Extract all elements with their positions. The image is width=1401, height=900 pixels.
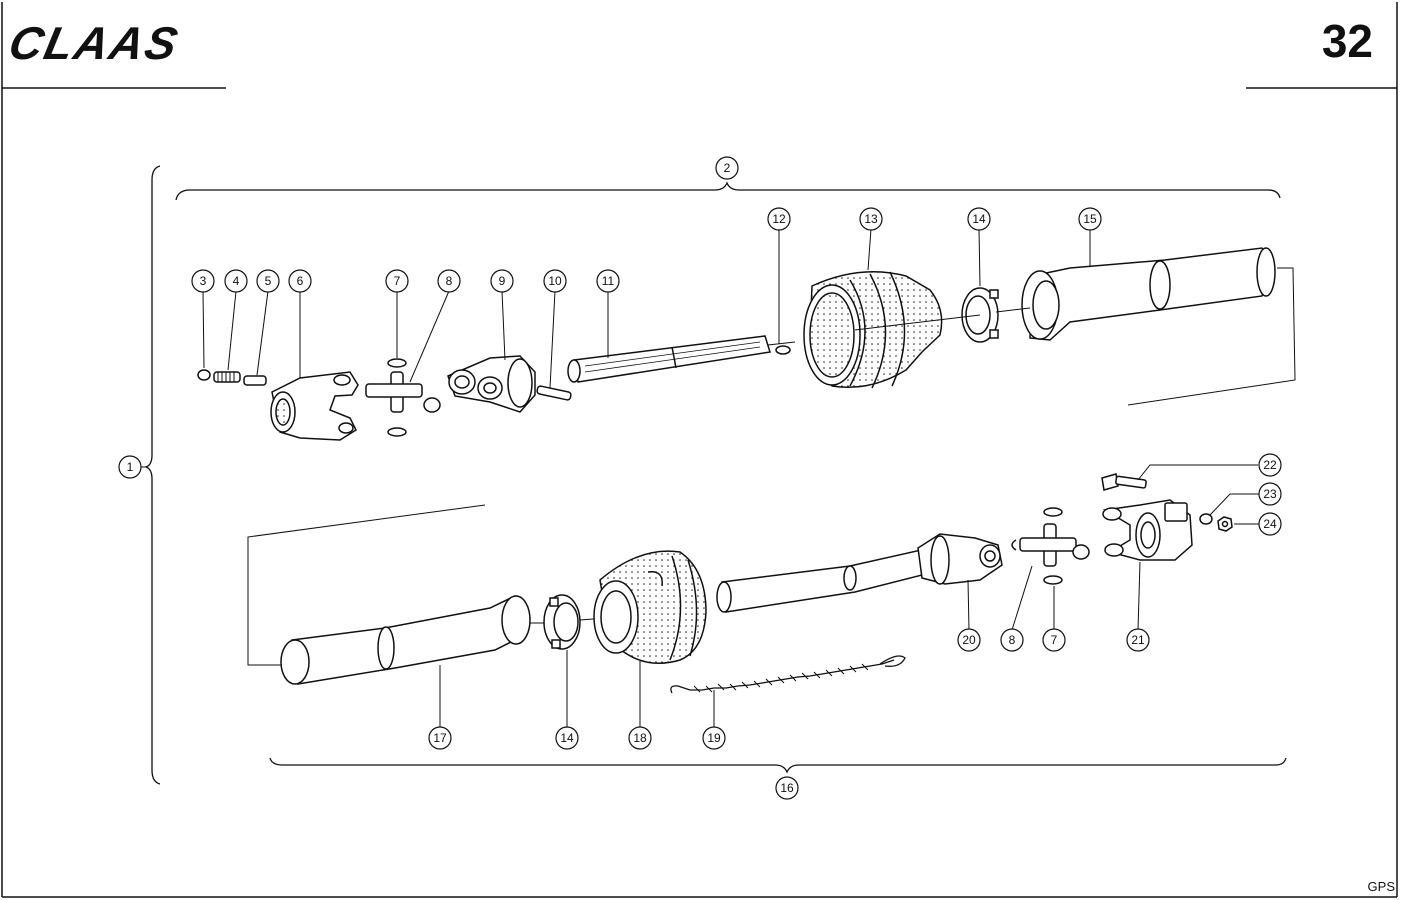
callout-12: 12 <box>772 212 786 226</box>
callout-13-circle <box>859 207 883 231</box>
callout-9-circle <box>490 269 514 293</box>
callout-17-circle <box>428 726 452 750</box>
callout-7b-circle <box>1042 628 1066 652</box>
part-23-washer <box>1199 513 1213 525</box>
part-13-guard-cone <box>803 271 943 389</box>
callout-circles <box>118 156 1282 800</box>
callout-15-circle <box>1078 207 1102 231</box>
callout-18: 18 <box>633 731 647 745</box>
callout-10: 10 <box>548 274 562 288</box>
part-7-circlip <box>387 358 407 368</box>
callout-16-circle <box>775 776 799 800</box>
callout-1-circle <box>118 455 142 479</box>
part-7-circlip-lower <box>387 427 407 437</box>
part-7-circlip-lower-b <box>1043 575 1063 585</box>
leader-lines <box>141 228 1259 728</box>
callout-16: 16 <box>780 781 794 795</box>
callout-21: 21 <box>1131 633 1145 647</box>
callout-19-circle <box>702 726 726 750</box>
footer-code: GPS <box>1367 879 1395 894</box>
part-5-pin <box>243 375 267 386</box>
callout-12-circle <box>767 207 791 231</box>
callout-15: 15 <box>1083 212 1097 226</box>
part-inner-tube-lower <box>716 547 935 613</box>
part-18-guard-cone <box>593 550 707 664</box>
callout-4: 4 <box>233 274 240 288</box>
callout-7-upper: 7 <box>394 274 401 288</box>
part-9-inner-yoke <box>447 355 536 413</box>
part-15-outer-tube <box>1021 247 1276 341</box>
callout-13: 13 <box>864 212 878 226</box>
page-number: 32 <box>1321 15 1373 67</box>
lower-half-shaft <box>247 473 1233 694</box>
callout-2: 2 <box>724 161 731 175</box>
callout-11: 11 <box>602 274 615 288</box>
callout-5: 5 <box>265 274 272 288</box>
callout-6: 6 <box>297 274 304 288</box>
part-3-ball <box>197 369 211 381</box>
part-24-nut <box>1217 516 1233 532</box>
callout-20: 20 <box>962 633 976 647</box>
callout-8-upper: 8 <box>446 274 453 288</box>
callout-9: 9 <box>499 274 506 288</box>
part-22-bolt <box>1101 473 1147 491</box>
part-14-bearing-ring-lower <box>543 594 581 650</box>
callout-labels: 1 2 3 4 5 6 7 8 9 10 11 12 13 14 15 16 1… <box>127 161 1277 795</box>
upper-axis-lines <box>767 267 1296 406</box>
callout-8b-circle <box>1000 628 1024 652</box>
callout-22-circle <box>1258 453 1282 477</box>
part-6-yoke <box>270 371 359 441</box>
callout-5-circle <box>256 269 280 293</box>
callout-1: 1 <box>127 460 134 474</box>
part-17-outer-tube <box>280 595 531 685</box>
part-11-inner-tube <box>567 335 771 383</box>
callout-20-circle <box>957 628 981 652</box>
callout-7a-circle <box>385 269 409 293</box>
part-10-roll-pin <box>536 385 572 401</box>
callout-11-circle <box>596 269 620 293</box>
callout-22: 22 <box>1263 458 1277 472</box>
part-8-cross-lower <box>1011 523 1090 567</box>
callout-8-lower: 8 <box>1009 633 1016 647</box>
callout-10-circle <box>543 269 567 293</box>
callout-14-upper: 14 <box>972 212 986 226</box>
callout-6-circle <box>288 269 312 293</box>
callout-24-circle <box>1258 512 1282 536</box>
callout-14b-circle <box>555 726 579 750</box>
part-7-circlip-lower-a <box>1043 507 1063 517</box>
callout-17: 17 <box>433 731 447 745</box>
callout-8a-circle <box>437 269 461 293</box>
callout-18-circle <box>628 726 652 750</box>
part-21-yoke <box>1102 499 1193 561</box>
callout-19: 19 <box>707 731 721 745</box>
callout-21-circle <box>1126 628 1150 652</box>
callout-23: 23 <box>1263 487 1277 501</box>
part-19-chain <box>670 655 906 694</box>
callout-4-circle <box>224 269 248 293</box>
callout-3: 3 <box>200 274 207 288</box>
callout-23-circle <box>1258 482 1282 506</box>
callout-24: 24 <box>1263 517 1277 531</box>
callout-14-lower: 14 <box>560 731 574 745</box>
callout-3-circle <box>191 269 215 293</box>
callout-14a-circle <box>967 207 991 231</box>
callout-7-lower: 7 <box>1051 633 1058 647</box>
callout-2-circle <box>715 156 739 180</box>
upper-half-shaft <box>197 247 1296 441</box>
part-12-grease-nipple <box>775 345 791 355</box>
part-8-cross <box>365 371 441 413</box>
part-20-inner-yoke <box>917 533 1003 585</box>
part-4-spring <box>213 371 241 383</box>
